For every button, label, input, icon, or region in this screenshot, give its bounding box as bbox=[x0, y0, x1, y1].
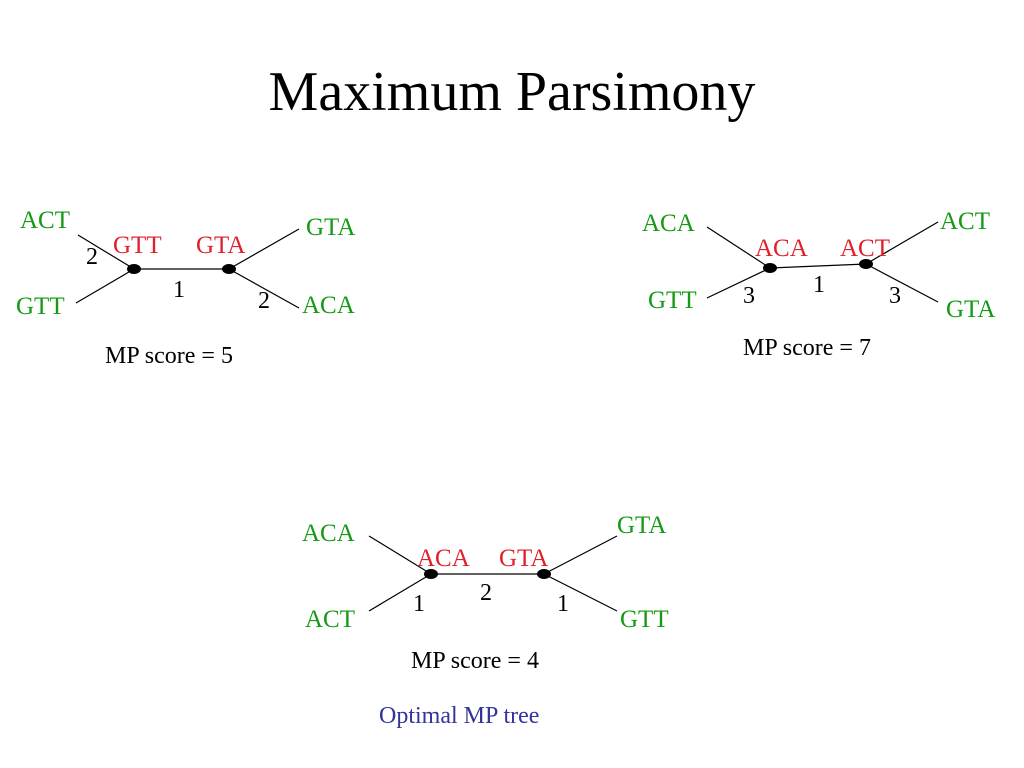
tree-2-mp-score: MP score = 7 bbox=[743, 335, 871, 361]
tree-1-edge-top-right bbox=[228, 228, 300, 270]
tree-2-leaf-top-left: ACA bbox=[642, 210, 695, 237]
tree-3-branch-length-middle: 2 bbox=[480, 580, 492, 606]
tree-3-edge-top-left bbox=[368, 535, 432, 575]
tree-3-internal-right: GTA bbox=[499, 545, 549, 572]
tree-3-edges bbox=[368, 535, 618, 612]
tree-3-edge-bottom-left bbox=[368, 573, 432, 612]
tree-2-node-left bbox=[763, 263, 777, 273]
tree-2-edges bbox=[706, 221, 939, 303]
tree-2-leaf-bottom-right: GTA bbox=[946, 296, 996, 323]
tree-1-edge-bottom-right bbox=[228, 268, 300, 309]
tree-1-edge-top-left bbox=[77, 234, 135, 270]
tree-1-edges bbox=[75, 228, 300, 309]
tree-1-leaf-top-right: GTA bbox=[306, 214, 356, 241]
tree-1-internal-right: GTA bbox=[196, 232, 246, 259]
slide-title: Maximum Parsimony bbox=[268, 61, 756, 123]
tree-3-branch-length-left: 1 bbox=[413, 591, 425, 617]
tree-2-internal-left: ACA bbox=[755, 235, 808, 262]
tree-1-branch-length-right: 2 bbox=[258, 288, 270, 314]
tree-3-branch-length-right: 1 bbox=[557, 591, 569, 617]
tree-2-edge-middle bbox=[769, 263, 867, 269]
tree-3-internal-left: ACA bbox=[417, 545, 470, 572]
tree-3-node-right bbox=[537, 569, 551, 579]
tree-1-mp-score: MP score = 5 bbox=[105, 343, 233, 369]
tree-2-node-right bbox=[859, 259, 873, 269]
tree-1-leaf-bottom-right: ACA bbox=[302, 292, 355, 319]
tree-3-edge-bottom-right bbox=[543, 573, 618, 612]
tree-1-node-left bbox=[127, 264, 141, 274]
tree-2-edge-top-right bbox=[865, 221, 939, 265]
tree-3-mp-score: MP score = 4 bbox=[411, 648, 539, 674]
tree-2-branch-length-middle: 1 bbox=[813, 272, 825, 298]
tree-1-branch-length-middle: 1 bbox=[173, 277, 185, 303]
optimal-tree-caption: Optimal MP tree bbox=[379, 703, 540, 729]
tree-1-node-right bbox=[222, 264, 236, 274]
tree-1-leaf-top-left: ACT bbox=[20, 207, 70, 234]
tree-3-edge-top-right bbox=[543, 535, 618, 575]
tree-3-leaf-top-right: GTA bbox=[617, 512, 667, 539]
tree-2-internal-right: ACT bbox=[840, 235, 890, 262]
tree-2-branch-length-right: 3 bbox=[889, 283, 901, 309]
tree-1-branch-length-left: 2 bbox=[86, 244, 98, 270]
tree-3-node-left bbox=[424, 569, 438, 579]
tree-2-edge-bottom-right bbox=[865, 263, 939, 303]
tree-3-leaf-bottom-right: GTT bbox=[620, 606, 669, 633]
tree-1-edge-bottom-left bbox=[75, 268, 135, 304]
tree-1-internal-left: GTT bbox=[113, 232, 162, 259]
tree-1-leaf-bottom-left: GTT bbox=[16, 293, 65, 320]
tree-2-leaf-bottom-left: GTT bbox=[648, 287, 697, 314]
tree-2-branch-length-left: 3 bbox=[743, 283, 755, 309]
tree-2-edge-bottom-left bbox=[706, 267, 771, 299]
tree-2-edge-top-left bbox=[706, 226, 771, 269]
tree-3-leaf-bottom-left: ACT bbox=[305, 606, 355, 633]
tree-3-leaf-top-left: ACA bbox=[302, 520, 355, 547]
tree-2-leaf-top-right: ACT bbox=[940, 208, 990, 235]
